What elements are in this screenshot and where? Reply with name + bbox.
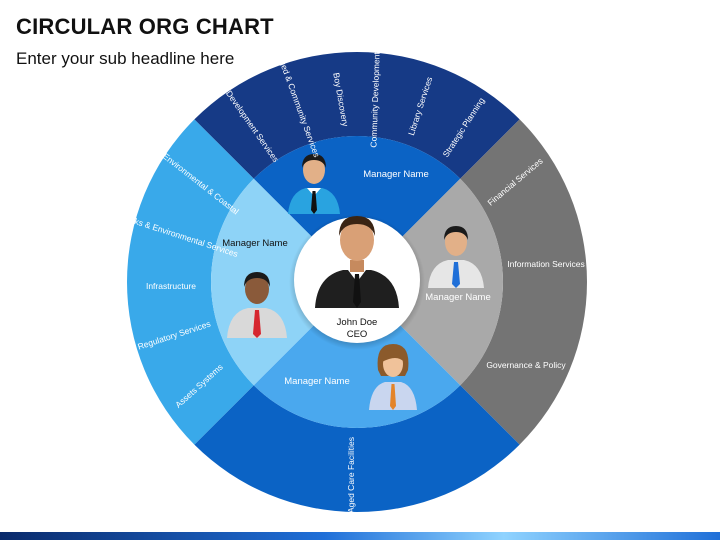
manager-avatar-left	[227, 272, 287, 338]
outer-section-navy	[194, 51, 520, 179]
page-subtitle: Enter your sub headline here	[16, 49, 235, 68]
dept-line: Community Development	[368, 51, 381, 147]
manager-label-top: Manager Name	[363, 169, 428, 180]
outer-section-blue	[194, 385, 520, 512]
dept-governance-policy[interactable]: Governance & Policy	[486, 360, 566, 370]
ceo-avatar	[315, 216, 399, 308]
bottom-accent-bar	[0, 532, 720, 540]
manager-label-right: Manager Name	[425, 292, 490, 303]
manager-avatar-top	[288, 154, 340, 214]
ceo-role: CEO	[347, 329, 368, 340]
outer-section-cyan	[127, 119, 254, 445]
ceo-name: John Doe	[337, 317, 378, 328]
outer-section-gray	[460, 119, 587, 445]
dept-information-services[interactable]: Information Services	[507, 259, 584, 269]
manager-label-left: Manager Name	[222, 238, 287, 249]
manager-avatar-right	[428, 226, 484, 288]
manager-avatar-bottom	[369, 344, 417, 410]
manager-label-bottom: Manager Name	[284, 376, 349, 387]
page-title: CIRCULAR ORG CHART	[16, 14, 274, 39]
dept-infrastructure[interactable]: Infrastructure	[146, 281, 196, 291]
dept-aged-care-facilities[interactable]: Aged Care Facilities	[346, 437, 356, 513]
dept-community-development[interactable]: Community Development	[368, 51, 381, 147]
